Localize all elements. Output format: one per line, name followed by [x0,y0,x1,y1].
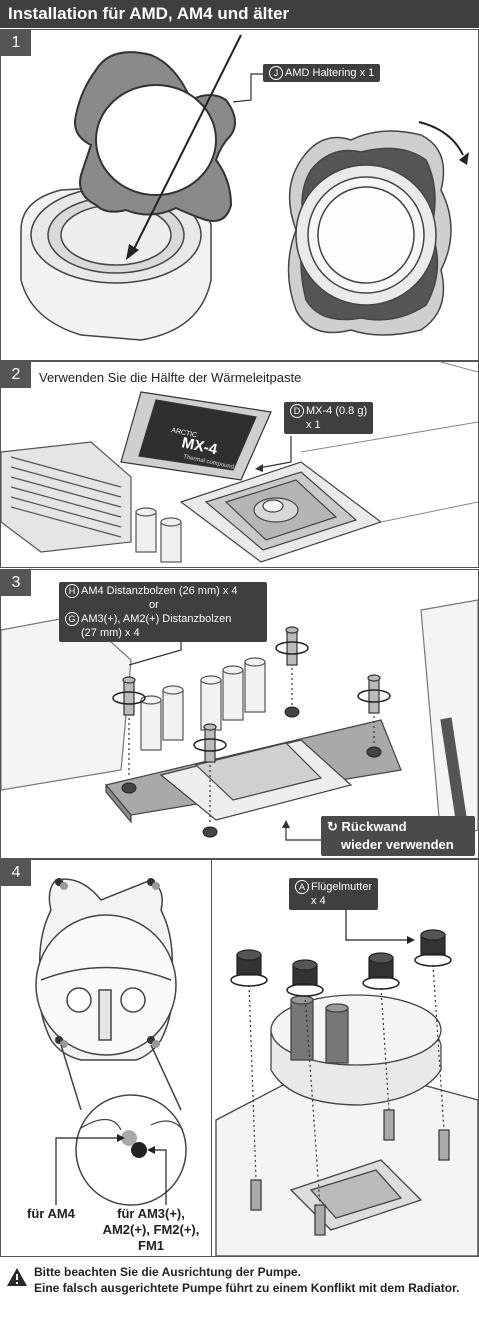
pump-installed-view [215,994,478,1256]
part-g-label-line1: AM3(+), AM2(+) Distanzbolzen [81,613,232,626]
standoffs [122,626,381,763]
part-g-label-line2: (27 mm) x 4 [81,627,140,640]
step-3-panel: 3 [0,569,479,859]
step-2-number: 2 [1,362,31,388]
part-label-line2: x 4 [311,895,326,908]
or-label: or [149,599,159,612]
backplate-note: ↻ Rückwand wieder verwenden [321,816,475,856]
warning-text: Bitte beachten Sie die Ausrichtung der P… [34,1264,472,1296]
pump-right-drawing [287,130,452,336]
warning-line2: Eine falsch ausgerichtete Pumpe führt zu… [34,1281,460,1295]
motherboard-heatsink [1,441,132,553]
part-label-text: AMD Haltering x 1 [285,67,375,79]
step-4-divider [211,860,212,1256]
step-2-caption: Verwenden Sie die Hälfte der Wärmeleitpa… [39,370,302,385]
label-am3-line1: für AM3(+), [117,1206,185,1221]
label-am3-line3: FM1 [138,1238,164,1253]
page-title: Installation für AMD, AM4 und älter [8,4,290,23]
part-label-line2: x 1 [306,419,321,432]
label-am3: für AM3(+), AM2(+), FM2(+), FM1 [93,1206,209,1254]
backplate-note-line1: Rückwand [341,819,407,834]
warning-section: Bitte beachten Sie die Ausrichtung der P… [0,1258,479,1320]
step-4-panel: 4 [0,859,479,1257]
part-letter-h: H [65,584,79,599]
label-am3-line2: AM2(+), FM2(+), [102,1222,200,1237]
part-letter-a: A [295,880,309,895]
step-1-illustration [20,34,469,341]
step-4-number: 4 [1,860,31,886]
backplate-note-line2: wieder verwenden [341,837,454,852]
wing-nuts [236,929,446,986]
step-3-illustration [1,599,478,853]
cpu-socket [179,461,383,563]
part-letter-j: J [269,66,283,81]
pump-top-view [35,878,177,1061]
install-arrow [130,34,242,256]
step-2-illustration: ARCTIC MX-4 Thermal compound [1,362,478,563]
retention-ring-left [74,51,236,222]
thermal-paste-pack [120,391,272,481]
label-am4: für AM4 [27,1206,75,1221]
step-4-illustration [35,878,478,1256]
part-label-line1: MX-4 (0.8 g) [306,405,368,417]
capacitors [140,657,266,751]
part-letter-d: D [290,404,304,419]
reuse-icon: ↻ [327,819,338,834]
step-1-number: 1 [1,30,31,56]
step-2-panel: 2 Verwenden Sie die Hälfte der Wärmeleit… [0,361,479,568]
step-3-number: 3 [1,570,31,596]
detail-magnifier [60,1044,187,1206]
warning-icon [7,1268,27,1286]
capacitors [135,507,182,563]
part-label-line1: Flügelmutter [311,881,373,893]
page-header: Installation für AMD, AM4 und älter [0,0,479,28]
warning-line1: Bitte beachten Sie die Ausrichtung der P… [34,1265,301,1279]
cpu-socket [159,739,353,821]
part-h-label: AM4 Distanzbolzen (26 mm) x 4 [81,585,238,597]
part-letter-g: G [65,612,79,627]
rotation-arrow [418,121,464,156]
